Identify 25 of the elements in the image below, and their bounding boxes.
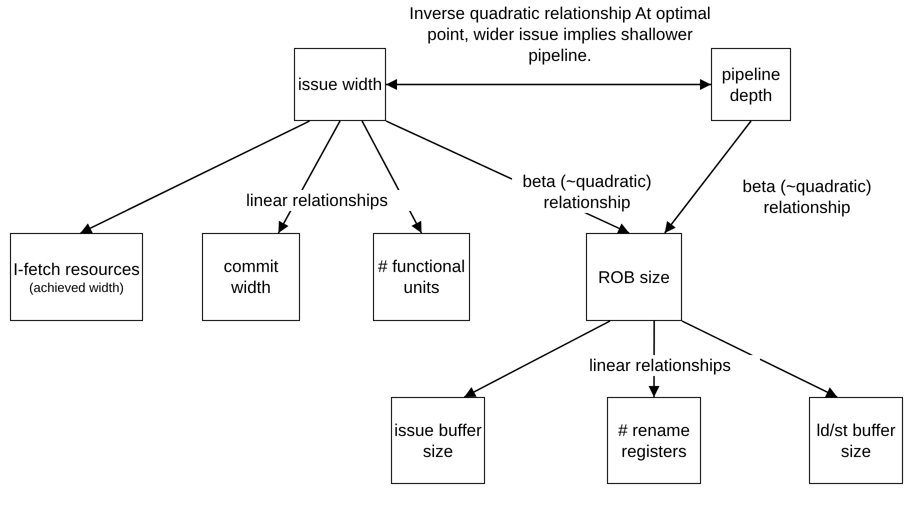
node-label: issue buffer size [393,420,483,462]
arrow [80,120,310,234]
node-label: # functional units [377,256,466,298]
parameter-box [809,397,903,484]
node-label: I-fetch resources [13,258,140,280]
parameter-box [202,233,300,321]
parameter-box [294,48,386,121]
arrow [386,79,711,90]
arrow [464,320,610,398]
parameter-box [10,233,143,321]
arrow [664,120,752,234]
arrow [682,320,838,398]
parameter-box [586,233,682,321]
node-label: commit width [222,256,280,298]
parameter-box [373,233,470,321]
parameter-box [607,397,701,484]
node-label: issue width [298,74,382,95]
node-note: (achieved width) [29,280,124,296]
node-label: ld/st buffer size [815,420,897,462]
parameter-box [711,48,791,121]
note-text: Inverse quadratic relationship At optimal point, wider issue implies shallower pipeline. [408,3,712,66]
node-label: ROB size [598,266,670,288]
node-label: # rename registers [617,420,691,462]
node-label: pipeline depth [720,64,782,106]
parameter-box [391,397,485,484]
